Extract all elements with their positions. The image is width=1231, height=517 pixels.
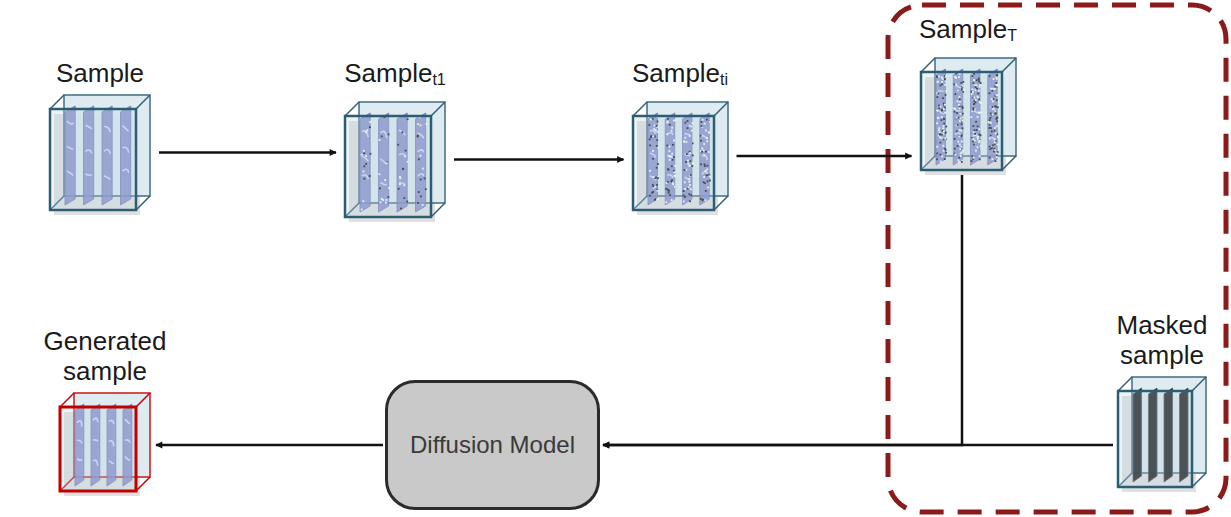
flow-arrow [159,151,336,154]
sample-label: Samplet1 [344,58,446,95]
sample-volume: Samplet1 [342,58,448,220]
model-label: Diffusion Model [400,430,585,460]
volume-icon [918,55,1019,173]
sample-label: Generated sample [30,326,180,386]
sample-volume: Sample [47,58,153,213]
sample-label: Masked sample [1102,310,1222,370]
flow-arrow [603,175,962,445]
volume-icon [57,390,153,494]
sample-volume: Masked sample [1102,310,1222,490]
volume-icon [630,99,731,213]
sample-label: Sampleti [632,58,728,95]
sample-label: Sample [56,58,144,88]
flow-arrow [737,155,912,158]
sample-volume: Generated sample [30,326,180,494]
flow-arrow [156,444,383,447]
sample-volume: Sampleti [630,58,731,213]
volume-icon [342,99,448,220]
flow-arrow [454,158,624,161]
sample-volume: SampleT [918,14,1019,173]
flow-arrow [603,444,1113,447]
model-box: Diffusion Model [385,380,600,510]
dashed-region [888,5,1226,512]
volume-icon [47,92,153,213]
sample-label: SampleT [919,14,1017,51]
masked-volume-icon [1115,374,1209,490]
